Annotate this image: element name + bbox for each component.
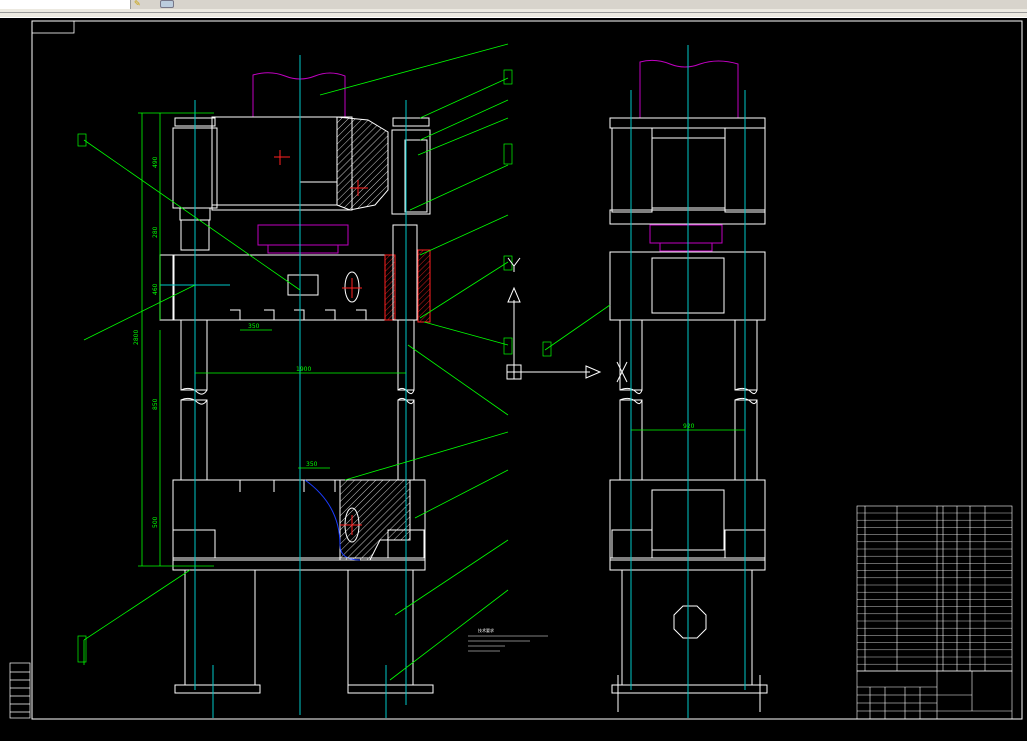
side-dimensions: [544, 304, 745, 431]
title-block: [856, 670, 1013, 720]
document-icon[interactable]: [160, 0, 174, 8]
side-base: [621, 569, 753, 686]
dim-tslot: 350: [248, 323, 260, 330]
left-stamp-block: [9, 662, 31, 719]
dim-slide-gap: 280: [152, 226, 159, 238]
pencil-icon[interactable]: ✎: [134, 0, 141, 8]
bill-of-materials-table: [856, 505, 1013, 672]
front-dimensions: [83, 43, 509, 681]
section-markers: [274, 150, 368, 535]
dim-upper-h: 490: [152, 156, 159, 168]
upper-beam-hatch: [336, 116, 389, 211]
tech-requirements-note: 技术要求: [478, 627, 494, 633]
tech-note-lines: [468, 635, 548, 652]
dim-column-span: 1900: [296, 366, 311, 373]
drawing-window-frame: [0, 9, 1027, 18]
side-centerlines: [630, 45, 746, 718]
right-leg: [347, 569, 414, 686]
front-view: [159, 72, 434, 712]
dim-tslot-lower: 350: [306, 461, 318, 468]
lower-beam-hatch: [339, 479, 411, 561]
front-centerlines: [160, 55, 407, 718]
cad-drawing-canvas[interactable]: 2800 490 280 460 850 500 1900 350 350: [0, 17, 1027, 737]
left-column: [180, 319, 208, 391]
sheet-border: [31, 20, 1023, 720]
part-balloons: [77, 69, 552, 663]
front-dim-text: 2800 490 280 460 850 500 1900 350 350: [133, 156, 318, 528]
sheet-corner-box: [31, 20, 75, 34]
document-tab[interactable]: [0, 0, 131, 9]
dim-beam-h: 460: [152, 283, 159, 295]
side-octagon: [673, 605, 707, 639]
side-dim-column-span: 920: [683, 423, 695, 430]
main-cylinder: [252, 72, 346, 118]
upper-beam: [211, 116, 353, 211]
tech-note-title: 技术要求: [478, 627, 494, 633]
bom-rows: [857, 512, 1012, 665]
dim-lower-h: 500: [152, 516, 159, 528]
dim-overall: 2800: [133, 330, 140, 345]
dim-daylight: 850: [152, 398, 159, 410]
side-cylinder: [639, 59, 739, 119]
ucs-axis-icon: [506, 257, 628, 383]
